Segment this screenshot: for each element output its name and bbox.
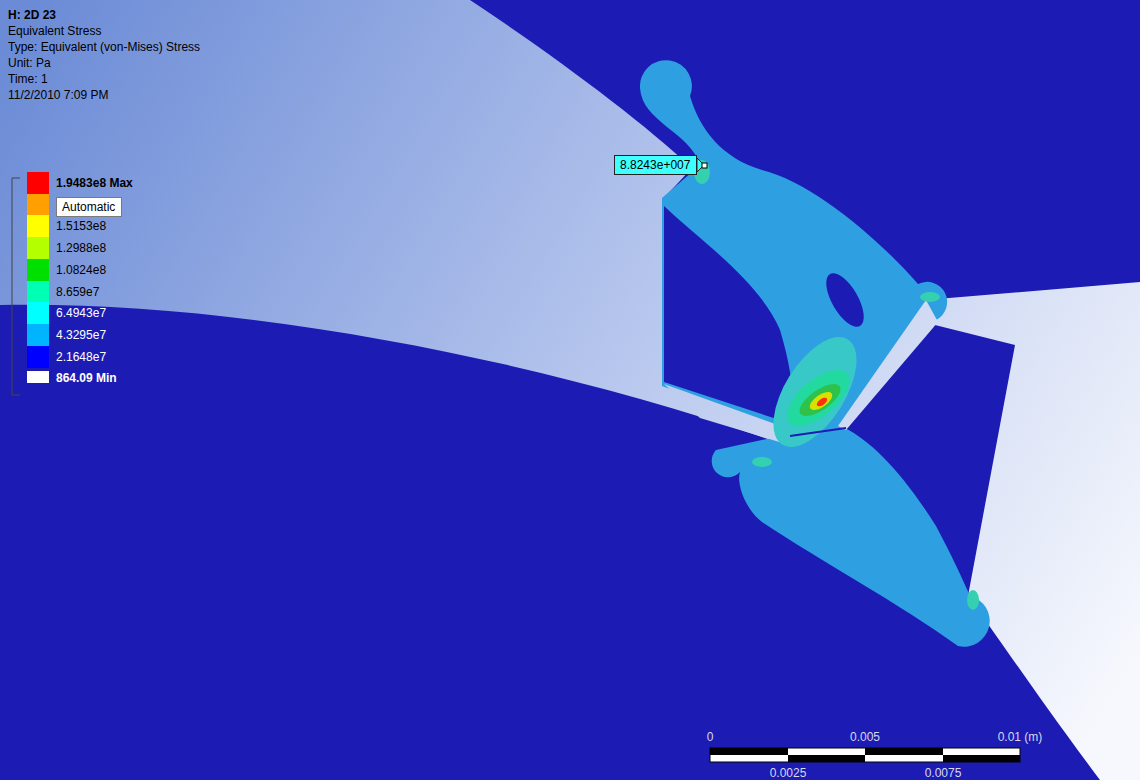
dropdown-box: Automatic: [56, 197, 122, 217]
probe-point: [702, 163, 707, 168]
contour: [795, 378, 846, 422]
contour: [777, 360, 858, 436]
box-text: Automatic: [62, 200, 116, 214]
legend-band: [27, 193, 49, 215]
header-text: Type: Equivalent (von-Mises) Stress: [8, 40, 200, 54]
legend-value: 8.659e7: [56, 285, 99, 299]
header-text: Equivalent Stress: [8, 24, 101, 38]
legend-swatch: [27, 324, 49, 346]
legend-swatch: [27, 302, 49, 324]
legend-swatch: [27, 215, 49, 237]
legend-value: 1.5153e8: [56, 219, 106, 233]
legend-swatch: [27, 346, 49, 368]
legend-value: 1.0824e8: [56, 263, 106, 277]
header-text: 11/2/2010 7:09 PM: [8, 88, 109, 102]
contour: [807, 389, 835, 414]
legend-swatch: [27, 172, 49, 194]
legend-value: 1.9483e8 Max: [56, 176, 133, 190]
header-text: Unit: Pa: [8, 56, 51, 70]
slit: [790, 428, 846, 436]
contour: [967, 590, 979, 610]
contour: [757, 324, 874, 461]
scale-bar: [943, 755, 1020, 762]
legend-value: 1.2988e8: [56, 241, 106, 255]
scale-bar: [865, 748, 943, 755]
hole: [819, 268, 872, 333]
probe-callout: 8.8243e+007: [614, 155, 697, 175]
box-text: 8.8243e+007: [620, 158, 691, 172]
legend-value: 6.4943e7: [56, 306, 106, 320]
scale-label: 0.01 (m): [998, 730, 1043, 744]
contour: [752, 457, 772, 467]
contour: [920, 292, 940, 302]
legend-value: 864.09 Min: [56, 371, 117, 385]
legend-bracket: [12, 178, 20, 395]
legend-swatch: [27, 371, 49, 383]
scale-label: 0.0075: [925, 766, 962, 780]
legend-swatch: [27, 259, 49, 281]
scale-bar: [710, 748, 788, 755]
legend-value: 4.3295e7: [56, 328, 106, 342]
legend-value: 2.1648e7: [56, 350, 106, 364]
scale-bar: [788, 755, 865, 762]
legend-swatch: [27, 237, 49, 259]
contour: [815, 396, 828, 408]
header-text: H: 2D 23: [8, 8, 56, 22]
scale-label: 0: [707, 730, 714, 744]
window: [850, 328, 1008, 520]
scale-label: 0.005: [850, 730, 880, 744]
scale-label: 0.0025: [770, 766, 807, 780]
scale-bar: [710, 748, 1020, 762]
header-text: Time: 1: [8, 72, 48, 86]
blade-tip: [664, 384, 792, 444]
legend-swatch: [27, 281, 49, 303]
